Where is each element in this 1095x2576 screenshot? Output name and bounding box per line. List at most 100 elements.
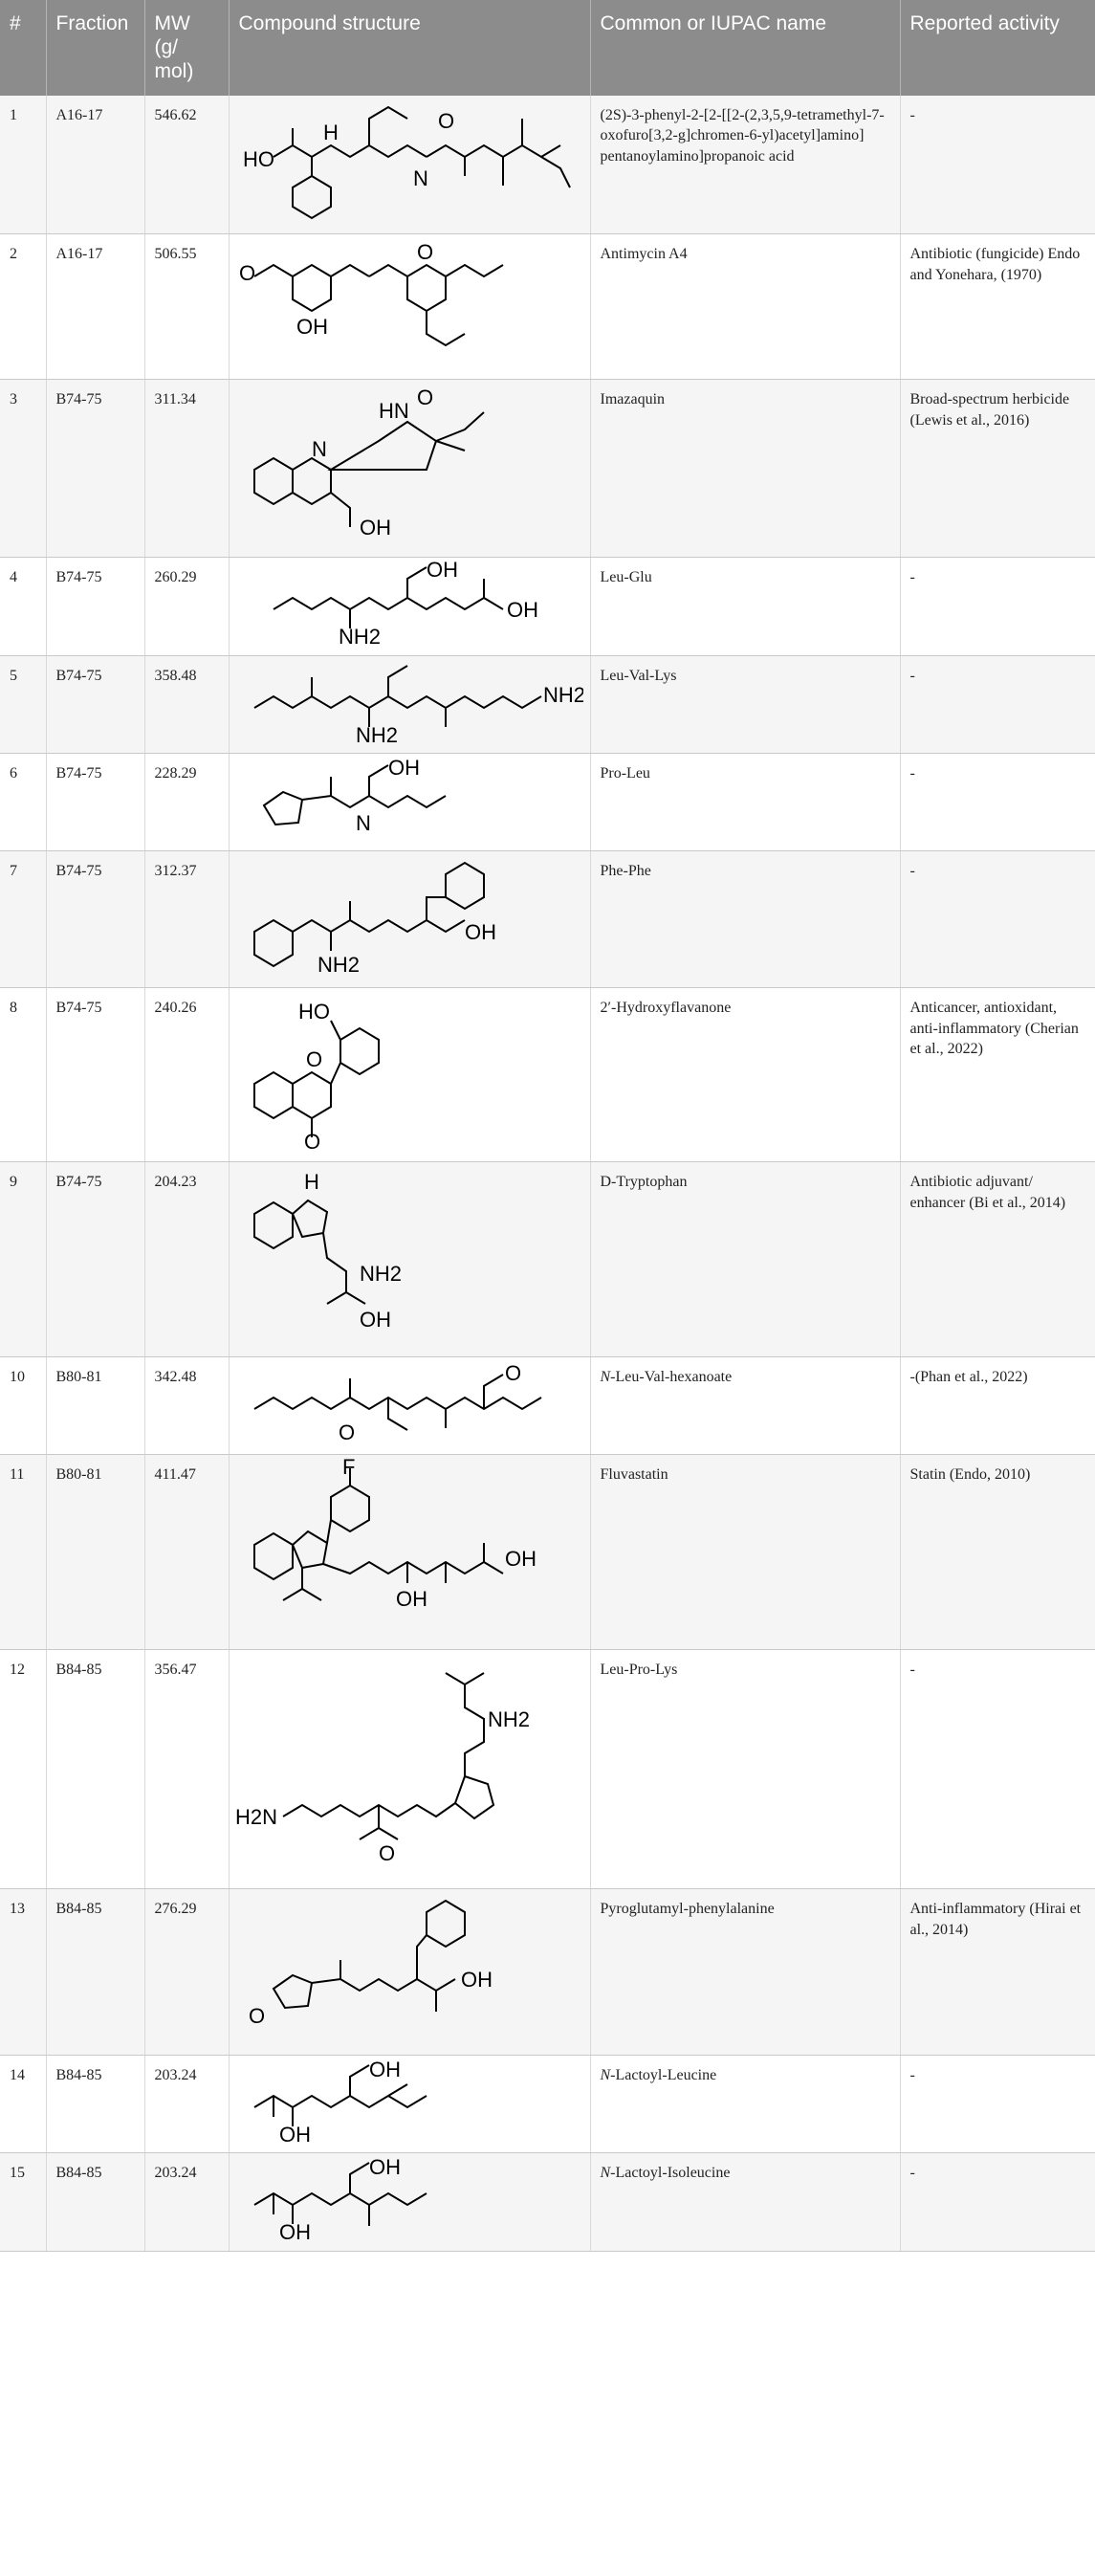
row-mw: 342.48	[144, 1356, 230, 1456]
name-italic-prefix: N	[600, 2165, 611, 2182]
structure-label: OH	[465, 920, 496, 944]
structure-image: NH2 H2N O	[235, 1672, 530, 1865]
row-structure: OH NH2 OH	[229, 557, 591, 657]
row-num: 1	[0, 95, 47, 235]
row-name: (2S)-3-phenyl-2-[2-[[2-(2,3,5,9-tetramet…	[590, 95, 901, 235]
structure-image: HO H N O	[243, 105, 571, 219]
structure-image: OH OH	[252, 2157, 427, 2243]
structure-label: N	[356, 811, 371, 835]
structure-label: NH2	[360, 1262, 402, 1286]
structure-image: OH OH	[252, 2059, 427, 2146]
row-name: Pyroglutamyl-phenylalanine	[590, 1888, 901, 2057]
row-fraction: B84-85	[46, 2055, 145, 2154]
row-fraction: B74-75	[46, 557, 145, 657]
row-activity: Antibiotic adjuvant/ enhancer (Bi et al.…	[900, 1161, 1095, 1358]
table-row: 1 A16-17 546.62 HO H N O (2S)-3-phenyl-2…	[0, 95, 1095, 235]
structure-label: NH2	[339, 625, 381, 648]
row-activity: Antibiotic (fungicide) Endo and Yonehara…	[900, 233, 1095, 381]
structure-image: HO O O	[252, 1000, 380, 1153]
structure-label: O	[379, 1841, 395, 1865]
table-row: 8 B74-75 240.26 HO O O 2′-Hydroxyflavano…	[0, 987, 1095, 1163]
structure-label: OH	[360, 1308, 391, 1332]
row-name: Leu-Pro-Lys	[590, 1649, 901, 1890]
row-num: 11	[0, 1454, 47, 1651]
structure-label: H2N	[235, 1805, 277, 1829]
row-name: N-Lactoyl-Isoleucine	[590, 2152, 901, 2253]
row-fraction: A16-17	[46, 95, 145, 235]
structure-label: OH	[396, 1587, 427, 1611]
structure-label: OH	[505, 1547, 537, 1571]
table-row: 12 B84-85 356.47 NH2 H2N O Leu-Pro-Lys -	[0, 1649, 1095, 1890]
structure-image: NH2 OH	[252, 861, 496, 977]
table-row: 7 B74-75 312.37 NH2 OH Phe-Phe -	[0, 850, 1095, 989]
structure-label: NH2	[488, 1707, 530, 1731]
row-activity: Anticancer, antioxidant, anti-inflammato…	[900, 987, 1095, 1163]
row-mw: 312.37	[144, 850, 230, 989]
structure-label: O	[239, 261, 255, 285]
row-fraction: B74-75	[46, 850, 145, 989]
row-name: N-Leu-Val-hexanoate	[590, 1356, 901, 1456]
structure-label: F	[342, 1459, 355, 1479]
header-num: #	[0, 0, 47, 96]
row-num: 3	[0, 379, 47, 559]
structure-label: H	[304, 1170, 319, 1194]
structure-label: O	[304, 1130, 320, 1153]
row-activity: -	[900, 850, 1095, 989]
table-row: 3 B74-75 311.34 HN O N OH Imazaquin Broa…	[0, 379, 1095, 559]
table-row: 13 B84-85 276.29 O OH Pyroglutamyl-pheny…	[0, 1888, 1095, 2057]
row-structure: NH2 OH	[229, 850, 591, 989]
row-activity: -	[900, 753, 1095, 852]
row-mw: 228.29	[144, 753, 230, 852]
row-mw: 260.29	[144, 557, 230, 657]
row-mw: 276.29	[144, 1888, 230, 2057]
row-structure: OH OH	[229, 2055, 591, 2154]
row-name: Leu-Val-Lys	[590, 655, 901, 755]
row-activity: Statin (Endo, 2010)	[900, 1454, 1095, 1651]
row-fraction: B80-81	[46, 1356, 145, 1456]
row-structure: HO H N O	[229, 95, 591, 235]
structure-image: NH2 NH2	[252, 665, 583, 746]
structure-label: OH	[461, 1968, 493, 1992]
row-num: 5	[0, 655, 47, 755]
name-rest: -Leu-Val-hexanoate	[610, 1369, 733, 1386]
row-num: 8	[0, 987, 47, 1163]
structure-label: OH	[369, 2157, 401, 2179]
structure-image: O OH O	[239, 240, 504, 347]
structure-image: OH N	[262, 758, 447, 835]
row-fraction: B80-81	[46, 1454, 145, 1651]
structure-label: O	[505, 1361, 521, 1385]
structure-label: NH2	[543, 683, 583, 707]
table-row: 9 B74-75 204.23 H NH2 OH D-Tryptophan An…	[0, 1161, 1095, 1358]
structure-image: F OH OH	[252, 1459, 537, 1611]
row-structure: O O	[229, 1356, 591, 1456]
row-structure: O OH	[229, 1888, 591, 2057]
structure-label: OH	[369, 2059, 401, 2081]
row-fraction: B84-85	[46, 2152, 145, 2253]
row-num: 7	[0, 850, 47, 989]
row-mw: 204.23	[144, 1161, 230, 1358]
structure-label: O	[417, 385, 433, 409]
compound-table: # Fraction MW (g/ mol) Compound structur…	[0, 0, 1095, 2253]
row-mw: 506.55	[144, 233, 230, 381]
table-header-row: # Fraction MW (g/ mol) Compound structur…	[0, 0, 1095, 96]
structure-label: HN	[379, 399, 409, 423]
row-mw: 356.47	[144, 1649, 230, 1890]
table-row: 15 B84-85 203.24 OH OH N-Lactoyl-Isoleuc…	[0, 2152, 1095, 2253]
structure-label: N	[413, 166, 428, 190]
header-name: Common or IUPAC name	[590, 0, 901, 96]
row-mw: 203.24	[144, 2055, 230, 2154]
row-num: 12	[0, 1649, 47, 1890]
structure-image: HN O N OH	[252, 385, 485, 539]
structure-label: OH	[427, 561, 458, 582]
row-name: Imazaquin	[590, 379, 901, 559]
row-structure: OH N	[229, 753, 591, 852]
structure-label: O	[249, 2004, 265, 2028]
header-structure: Compound structure	[229, 0, 591, 96]
row-activity: -(Phan et al., 2022)	[900, 1356, 1095, 1456]
row-fraction: B74-75	[46, 987, 145, 1163]
row-num: 9	[0, 1161, 47, 1358]
row-activity: -	[900, 655, 1095, 755]
row-fraction: B74-75	[46, 655, 145, 755]
row-activity: -	[900, 557, 1095, 657]
structure-label: OH	[507, 598, 538, 622]
